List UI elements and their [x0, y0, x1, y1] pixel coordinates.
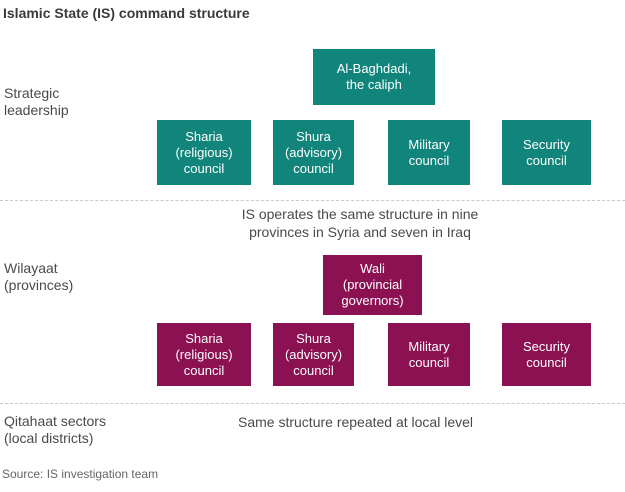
node-wali: Wali (provincial governors) [323, 255, 422, 315]
node-military-council-strategic: Military council [388, 120, 470, 185]
source-credit: Source: IS investigation team [2, 467, 159, 481]
node-shura-council-wilayaat: Shura (advisory) council [273, 323, 354, 386]
node-caliph: Al-Baghdadi, the caliph [313, 49, 435, 105]
node-sharia-council-wilayaat: Sharia (religious) council [157, 323, 251, 386]
node-security-council-strategic: Security council [502, 120, 591, 185]
node-sharia-council-strategic: Sharia (religious) council [157, 120, 251, 185]
note-provinces: IS operates the same structure in nine p… [241, 206, 479, 240]
node-security-council-wilayaat: Security council [502, 323, 591, 386]
tier-label-strategic-leadership: Strategic leadership [4, 85, 69, 118]
tier-divider-bottom [0, 403, 625, 404]
tier-label-qitahaat: Qitahaat sectors (local districts) [4, 413, 106, 446]
node-military-council-wilayaat: Military council [388, 323, 470, 386]
note-local-level: Same structure repeated at local level [238, 414, 474, 430]
node-shura-council-strategic: Shura (advisory) council [273, 120, 354, 185]
page-title: Islamic State (IS) command structure [3, 5, 250, 21]
tier-divider-top [0, 200, 625, 201]
tier-label-wilayaat: Wilayaat (provinces) [4, 260, 74, 293]
